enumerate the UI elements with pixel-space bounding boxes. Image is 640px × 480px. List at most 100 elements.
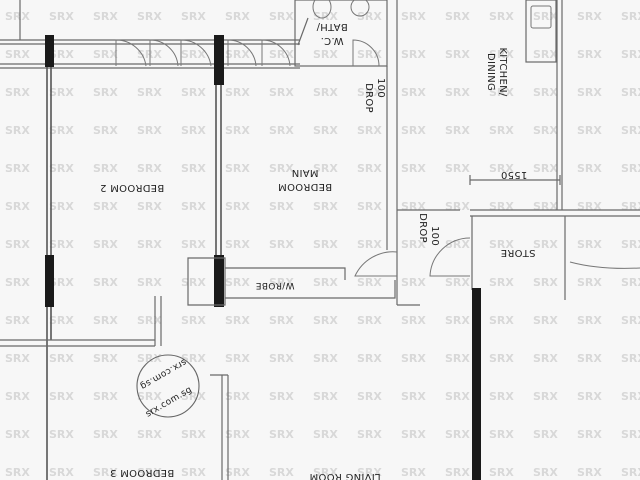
corridor-walls	[354, 0, 460, 306]
watermark-text: SRX	[445, 314, 470, 327]
watermark-text: SRX	[621, 162, 640, 175]
bath-label-line1: BATH/	[316, 21, 348, 32]
watermark-text: SRX	[137, 428, 162, 441]
watermark-text: SRX	[225, 276, 250, 289]
watermark-text: SRX	[225, 352, 250, 365]
watermark-text: SRX	[401, 162, 426, 175]
watermark-text: SRX	[181, 276, 206, 289]
watermark-text: SRX	[93, 124, 118, 137]
bath-wc	[294, 0, 388, 67]
watermark-text: SRX	[269, 162, 294, 175]
watermark-text: SRX	[533, 162, 558, 175]
column-left-middle	[45, 255, 54, 307]
drop-label-lower-2: 100	[429, 226, 440, 246]
watermark-text: SRX	[5, 390, 30, 403]
watermark-text: SRX	[357, 200, 382, 213]
watermark-text: SRX	[401, 276, 426, 289]
watermark-layer: SRX SRX SRX SRX SRX SRX SRX SRX SRX SRX SRX SRX SRX S…	[5, 10, 640, 479]
watermark-text: SRX	[269, 352, 294, 365]
watermark-stamp	[136, 354, 200, 418]
watermark-text: SRX	[357, 466, 382, 479]
column-center-top	[214, 35, 224, 85]
watermark-text: SRX	[489, 200, 514, 213]
watermark-text: SRX	[533, 10, 558, 23]
watermark-text: SRX	[533, 86, 558, 99]
watermark-text: SRX	[533, 276, 558, 289]
watermark-text: SRX	[137, 238, 162, 251]
watermark-text: SRX	[5, 10, 30, 23]
watermark-text: SRX	[357, 428, 382, 441]
bath-label-line2: W.C.	[320, 35, 343, 46]
watermark-text: SRX	[489, 428, 514, 441]
watermark-text: SRX	[313, 466, 338, 479]
watermark-text: SRX	[357, 124, 382, 137]
watermark-text: SRX	[445, 162, 470, 175]
watermark-text: SRX	[577, 48, 602, 61]
watermark-text: SRX	[225, 314, 250, 327]
watermark-text: SRX	[533, 390, 558, 403]
kitchen-walls	[469, 0, 640, 217]
watermark-text: SRX	[49, 314, 74, 327]
watermark-text: SRX	[181, 48, 206, 61]
watermark-text: SRX	[489, 352, 514, 365]
drop-label-upper-2: 100	[375, 78, 386, 98]
watermark-text: SRX	[621, 390, 640, 403]
watermark-text: SRX	[93, 352, 118, 365]
folding-window	[115, 39, 291, 67]
watermark-text: SRX	[445, 466, 470, 479]
watermark-text: SRX	[533, 48, 558, 61]
watermark-text: SRX	[357, 314, 382, 327]
watermark-text: SRX	[93, 200, 118, 213]
watermark-text: SRX	[93, 314, 118, 327]
watermark-text: SRX	[5, 314, 30, 327]
watermark-text: SRX	[357, 10, 382, 23]
watermark-text: SRX	[93, 86, 118, 99]
watermark-text: SRX	[357, 238, 382, 251]
watermark-text: SRX	[621, 124, 640, 137]
watermark-text: SRX	[533, 428, 558, 441]
main-bedroom-label-line2: BEDROOM	[278, 181, 332, 192]
watermark-text: SRX	[137, 466, 162, 479]
watermark-text: SRX	[181, 124, 206, 137]
watermark-text: SRX	[49, 428, 74, 441]
watermark-text: SRX	[489, 238, 514, 251]
watermark-text: SRX	[225, 10, 250, 23]
watermark-text: SRX	[93, 162, 118, 175]
watermark-text: SRX	[489, 124, 514, 137]
watermark-text: SRX	[401, 314, 426, 327]
watermark-text: SRX	[5, 48, 30, 61]
watermark-text: SRX	[49, 238, 74, 251]
watermark-text: SRX	[313, 276, 338, 289]
watermark-text: SRX	[577, 200, 602, 213]
kitchen-sink-counter	[525, 0, 557, 63]
watermark-text: SRX	[225, 162, 250, 175]
watermark-text: SRX	[401, 352, 426, 365]
watermark-text: SRX	[181, 314, 206, 327]
watermark-text: SRX	[577, 428, 602, 441]
store-label: STORE	[500, 247, 535, 258]
watermark-text: SRX	[137, 10, 162, 23]
watermark-text: SRX	[225, 48, 250, 61]
watermark-text: SRX	[181, 86, 206, 99]
watermark-text: SRX	[577, 466, 602, 479]
watermark-text: SRX	[5, 124, 30, 137]
sink-icon	[530, 5, 552, 29]
watermark-text: SRX	[621, 466, 640, 479]
watermark-text: SRX	[357, 276, 382, 289]
watermark-text: SRX	[577, 124, 602, 137]
column-left-top	[45, 35, 54, 67]
watermark-text: SRX	[269, 428, 294, 441]
watermark-text: SRX	[225, 238, 250, 251]
drop-label-lower-1: DROP	[417, 213, 428, 243]
watermark-text: SRX	[269, 10, 294, 23]
watermark-text: SRX	[357, 48, 382, 61]
watermark-text: SRX	[533, 314, 558, 327]
watermark-text: SRX	[313, 238, 338, 251]
main-bedroom-label-line1: MAIN	[291, 167, 318, 178]
watermark-text: SRX	[313, 314, 338, 327]
watermark-text: SRX	[49, 352, 74, 365]
watermark-text: SRX	[269, 124, 294, 137]
watermark-text: SRX	[621, 200, 640, 213]
watermark-text: SRX	[489, 162, 514, 175]
